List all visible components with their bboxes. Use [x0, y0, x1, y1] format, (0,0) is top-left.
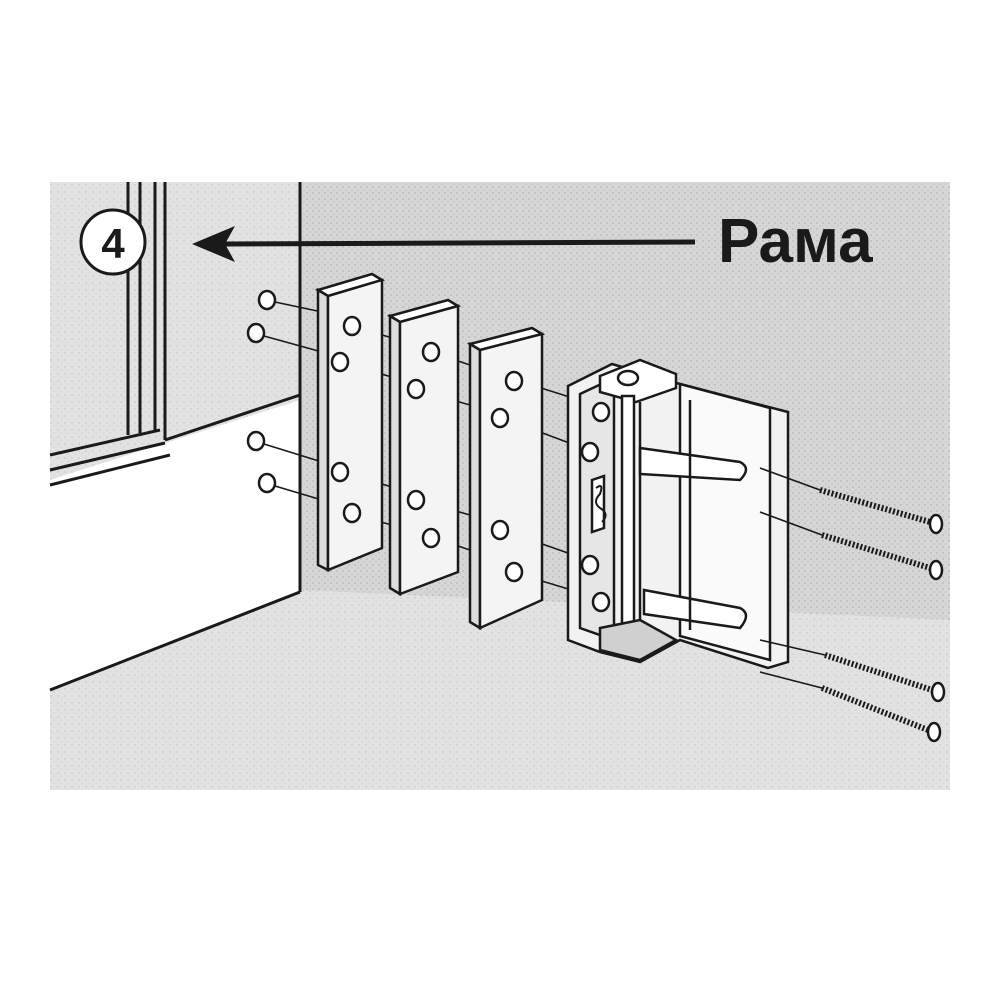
hole-marker	[246, 322, 266, 344]
screw-icon	[824, 652, 946, 703]
hole-marker	[257, 289, 277, 311]
screws	[819, 487, 946, 743]
frame-label: Рама	[718, 207, 873, 276]
screw-icon	[819, 487, 944, 535]
step-number: 4	[101, 220, 125, 267]
step-badge: 4	[79, 208, 147, 276]
spacer-plate-1	[314, 272, 386, 573]
bracket-icon	[566, 358, 790, 670]
window-frame	[49, 182, 302, 692]
screw-icon	[821, 532, 944, 581]
hole-marker	[257, 472, 277, 494]
spacer-plate-3	[466, 326, 546, 631]
screw-guide-lines	[759, 467, 826, 689]
hole-marker	[246, 430, 266, 452]
spacer-plate-2	[386, 298, 462, 597]
screw-icon	[820, 685, 942, 743]
wall-holes	[246, 289, 277, 494]
arrow-left-icon	[192, 226, 696, 262]
